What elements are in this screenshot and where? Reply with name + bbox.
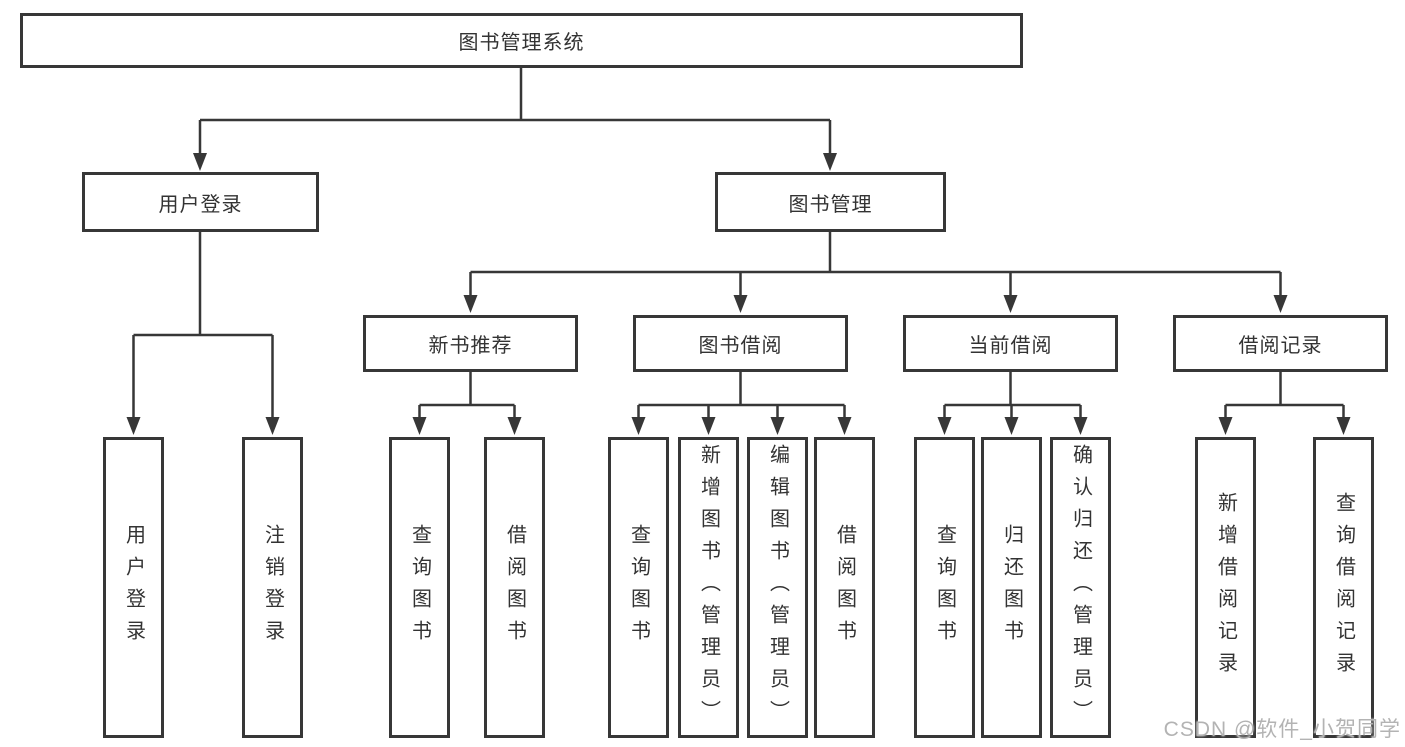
- leaf-borrow-books: 借阅图书: [814, 437, 875, 738]
- leaf-edit-books-admin-label: 编辑图书（管理员）: [766, 443, 789, 732]
- root-node: 图书管理系统: [20, 13, 1023, 68]
- leaf-logout-login: 注销登录: [242, 437, 303, 738]
- branch-current-borrow-label: 当前借阅: [968, 335, 1053, 357]
- leaf-add-books-admin-label: 新增图书（管理员）: [697, 443, 720, 732]
- leaf-confirm-return-admin-label: 确认归还（管理员）: [1069, 443, 1092, 732]
- root-node-label: 图书管理系统: [458, 32, 585, 54]
- leaf-query-books-current: 查询图书: [914, 437, 975, 738]
- branch-book-borrow-label: 图书借阅: [698, 335, 783, 357]
- leaf-query-borrow-record: 查询借阅记录: [1313, 437, 1374, 738]
- branch-book-management-label: 图书管理: [788, 193, 873, 216]
- leaf-borrow-books-label: 借阅图书: [833, 523, 856, 652]
- branch-current-borrow: 当前借阅: [903, 315, 1118, 372]
- branch-user-login-label: 用户登录: [158, 193, 243, 216]
- leaf-query-borrow-record-label: 查询借阅记录: [1332, 491, 1355, 684]
- branch-book-borrow: 图书借阅: [633, 315, 848, 372]
- leaf-query-books-borrow-label: 查询图书: [627, 523, 650, 652]
- leaf-return-books: 归还图书: [981, 437, 1042, 738]
- leaf-query-books-borrow: 查询图书: [608, 437, 669, 738]
- leaf-add-borrow-record: 新增借阅记录: [1195, 437, 1256, 738]
- leaf-query-books-recommend-label: 查询图书: [408, 523, 431, 652]
- leaf-add-books-admin: 新增图书（管理员）: [678, 437, 739, 738]
- branch-borrow-records-label: 借阅记录: [1238, 335, 1323, 357]
- branch-book-management: 图书管理: [715, 172, 946, 232]
- leaf-query-books-recommend: 查询图书: [389, 437, 450, 738]
- leaf-confirm-return-admin: 确认归还（管理员）: [1050, 437, 1111, 738]
- branch-borrow-records: 借阅记录: [1173, 315, 1388, 372]
- leaf-user-login-label: 用户登录: [122, 523, 145, 652]
- leaf-borrow-books-recommend: 借阅图书: [484, 437, 545, 738]
- branch-new-book-recommend-label: 新书推荐: [428, 335, 513, 357]
- leaf-logout-login-label: 注销登录: [261, 523, 284, 652]
- leaf-add-borrow-record-label: 新增借阅记录: [1214, 491, 1237, 684]
- leaf-user-login: 用户登录: [103, 437, 164, 738]
- leaf-edit-books-admin: 编辑图书（管理员）: [747, 437, 808, 738]
- watermark: CSDN @软件_小贺同学: [1163, 718, 1401, 741]
- branch-new-book-recommend: 新书推荐: [363, 315, 578, 372]
- branch-user-login: 用户登录: [82, 172, 319, 232]
- leaf-borrow-books-recommend-label: 借阅图书: [503, 523, 526, 652]
- leaf-return-books-label: 归还图书: [1000, 523, 1023, 652]
- leaf-query-books-current-label: 查询图书: [933, 523, 956, 652]
